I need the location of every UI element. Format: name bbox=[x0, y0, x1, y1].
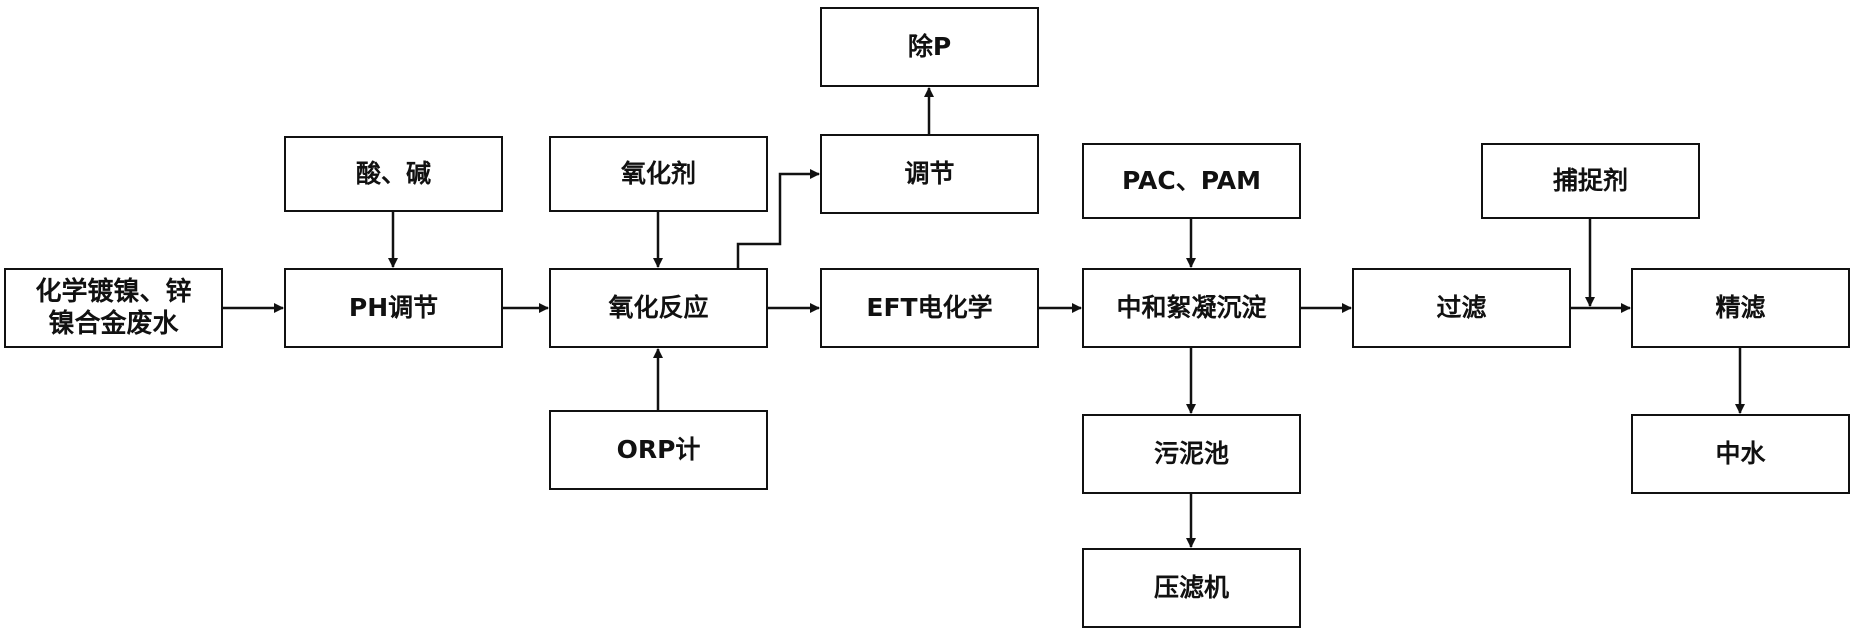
node-neutralization-flocculation: 中和絮凝沉淀 bbox=[1082, 268, 1301, 348]
node-adjust: 调节 bbox=[820, 134, 1039, 214]
node-acid-base-label: 酸、碱 bbox=[355, 159, 431, 189]
node-oxidation-reaction: 氧化反应 bbox=[549, 268, 768, 348]
node-neutralization-flocculation-label: 中和絮凝沉淀 bbox=[1116, 293, 1267, 323]
node-oxidation-reaction-label: 氧化反应 bbox=[608, 293, 709, 323]
node-pac-pam-label: PAC、PAM bbox=[1122, 166, 1261, 196]
node-pac-pam: PAC、PAM bbox=[1082, 143, 1301, 219]
node-orp-meter: ORP计 bbox=[549, 410, 768, 490]
node-reclaimed-water: 中水 bbox=[1631, 414, 1850, 494]
node-eft-electrochemical-label: EFT电化学 bbox=[866, 293, 993, 323]
node-remove-p: 除P bbox=[820, 7, 1039, 87]
node-capture-agent: 捕捉剂 bbox=[1481, 143, 1700, 219]
node-ph-adjust: PH调节 bbox=[284, 268, 503, 348]
node-oxidant-label: 氧化剂 bbox=[620, 159, 696, 189]
node-eft-electrochemical: EFT电化学 bbox=[820, 268, 1039, 348]
node-orp-meter-label: ORP计 bbox=[616, 435, 701, 465]
node-filtration: 过滤 bbox=[1352, 268, 1571, 348]
node-capture-agent-label: 捕捉剂 bbox=[1552, 166, 1628, 196]
node-sludge-tank-label: 污泥池 bbox=[1153, 439, 1229, 469]
node-sludge-tank: 污泥池 bbox=[1082, 414, 1301, 494]
node-wastewater-source: 化学镀镍、锌 镍合金废水 bbox=[4, 268, 223, 348]
node-filtration-label: 过滤 bbox=[1436, 293, 1487, 323]
node-remove-p-label: 除P bbox=[907, 32, 952, 62]
node-filter-press: 压滤机 bbox=[1082, 548, 1301, 628]
node-ph-adjust-label: PH调节 bbox=[348, 293, 439, 323]
node-fine-filtration: 精滤 bbox=[1631, 268, 1850, 348]
node-filter-press-label: 压滤机 bbox=[1153, 573, 1229, 603]
node-wastewater-source-line1: 化学镀镍、锌 bbox=[35, 276, 192, 307]
node-acid-base: 酸、碱 bbox=[284, 136, 503, 212]
node-oxidant: 氧化剂 bbox=[549, 136, 768, 212]
arrow-oxidation-to-adjust bbox=[736, 169, 820, 268]
node-reclaimed-water-label: 中水 bbox=[1715, 439, 1766, 469]
node-wastewater-source-line2: 镍合金废水 bbox=[48, 309, 179, 339]
node-adjust-label: 调节 bbox=[904, 159, 955, 189]
node-fine-filtration-label: 精滤 bbox=[1715, 293, 1766, 323]
